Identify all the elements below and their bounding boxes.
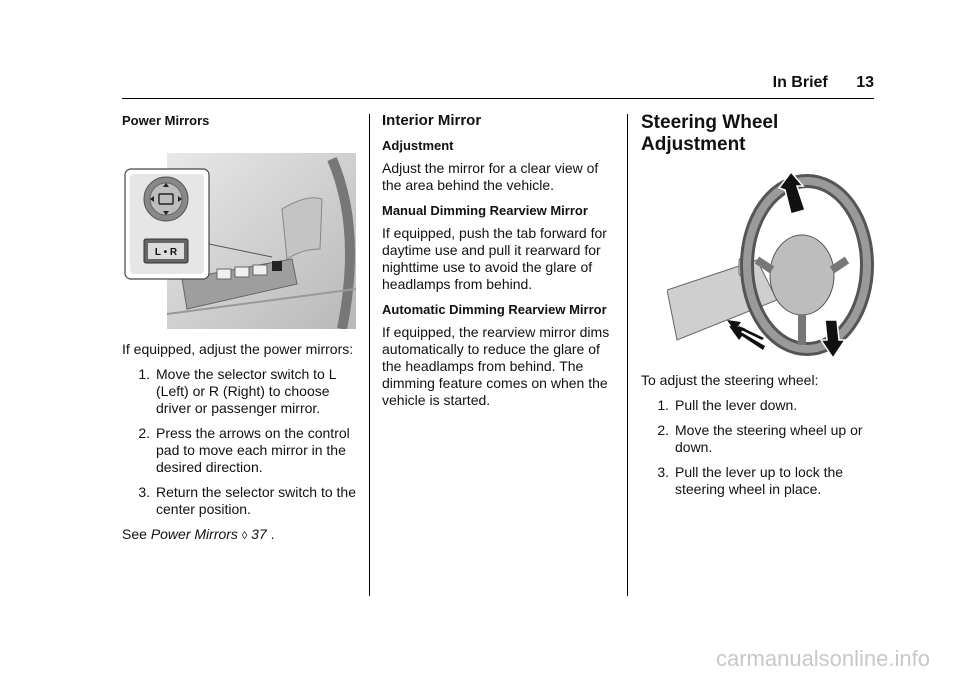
power-mirrors-heading: Power Mirrors <box>122 113 210 128</box>
column-divider-1 <box>369 114 370 596</box>
automatic-dimming-text: If equipped, the rearview mirror dims au… <box>382 324 610 408</box>
power-mirrors-steps: 1.Move the selector switch to L (Left) o… <box>122 366 358 518</box>
column-divider-2 <box>627 114 628 596</box>
list-item: 2.Press the arrows on the control pad to… <box>138 425 350 475</box>
list-item: 2.Move the steering wheel up or down. <box>657 422 863 455</box>
steering-wheel-column: Steering Wheel Adjustment To adjust the … <box>641 112 875 506</box>
lr-switch-label: L • R <box>155 247 178 258</box>
page-reference-icon: ◊ <box>241 530 248 542</box>
power-mirrors-link[interactable]: Power Mirrors <box>150 526 238 542</box>
list-item: 1.Move the selector switch to L (Left) o… <box>138 366 337 416</box>
power-mirror-control-illustration: L • R <box>124 153 356 329</box>
header-rule <box>122 98 874 99</box>
section-title: In Brief <box>772 74 828 91</box>
manual-dimming-subheading: Manual Dimming Rearview Mirror <box>382 203 588 218</box>
adjustment-subheading: Adjustment <box>382 138 454 153</box>
tilt-up-arrow-icon <box>777 170 806 215</box>
steering-wheel-steps: 1.Pull the lever down. 2.Move the steeri… <box>641 397 875 498</box>
power-mirrors-intro: If equipped, adjust the power mirrors: <box>122 341 354 357</box>
list-item: 3.Pull the lever up to lock the steering… <box>657 464 844 497</box>
tilt-down-arrow-icon <box>819 319 847 360</box>
automatic-dimming-subheading: Automatic Dimming Rearview Mirror <box>382 302 607 317</box>
steering-wheel-illustration <box>667 170 874 360</box>
adjustment-text: Adjust the mirror for a clear view of th… <box>382 160 599 193</box>
page-number: 13 <box>856 74 874 91</box>
power-mirrors-column: Power Mirrors L • R If e <box>122 112 358 553</box>
list-item: 3.Return the selector switch to the cent… <box>138 484 356 517</box>
page-header: In Brief 13 <box>0 74 874 92</box>
watermark: carmanualsonline.info <box>715 646 930 671</box>
steering-wheel-heading: Steering Wheel Adjustment <box>641 112 779 155</box>
manual-dimming-text: If equipped, push the tab forward for da… <box>382 225 607 292</box>
steering-wheel-intro: To adjust the steering wheel: <box>641 372 819 388</box>
interior-mirror-heading: Interior Mirror <box>382 112 482 129</box>
lever-pointer-arrow-icon <box>727 320 764 340</box>
reference-page-number[interactable]: 37 <box>251 526 267 542</box>
interior-mirror-column: Interior Mirror Adjustment Adjust the mi… <box>382 112 616 417</box>
list-item: 1.Pull the lever down. <box>657 397 798 413</box>
see-also-reference: See Power Mirrors ◊ 37 . <box>122 526 275 542</box>
